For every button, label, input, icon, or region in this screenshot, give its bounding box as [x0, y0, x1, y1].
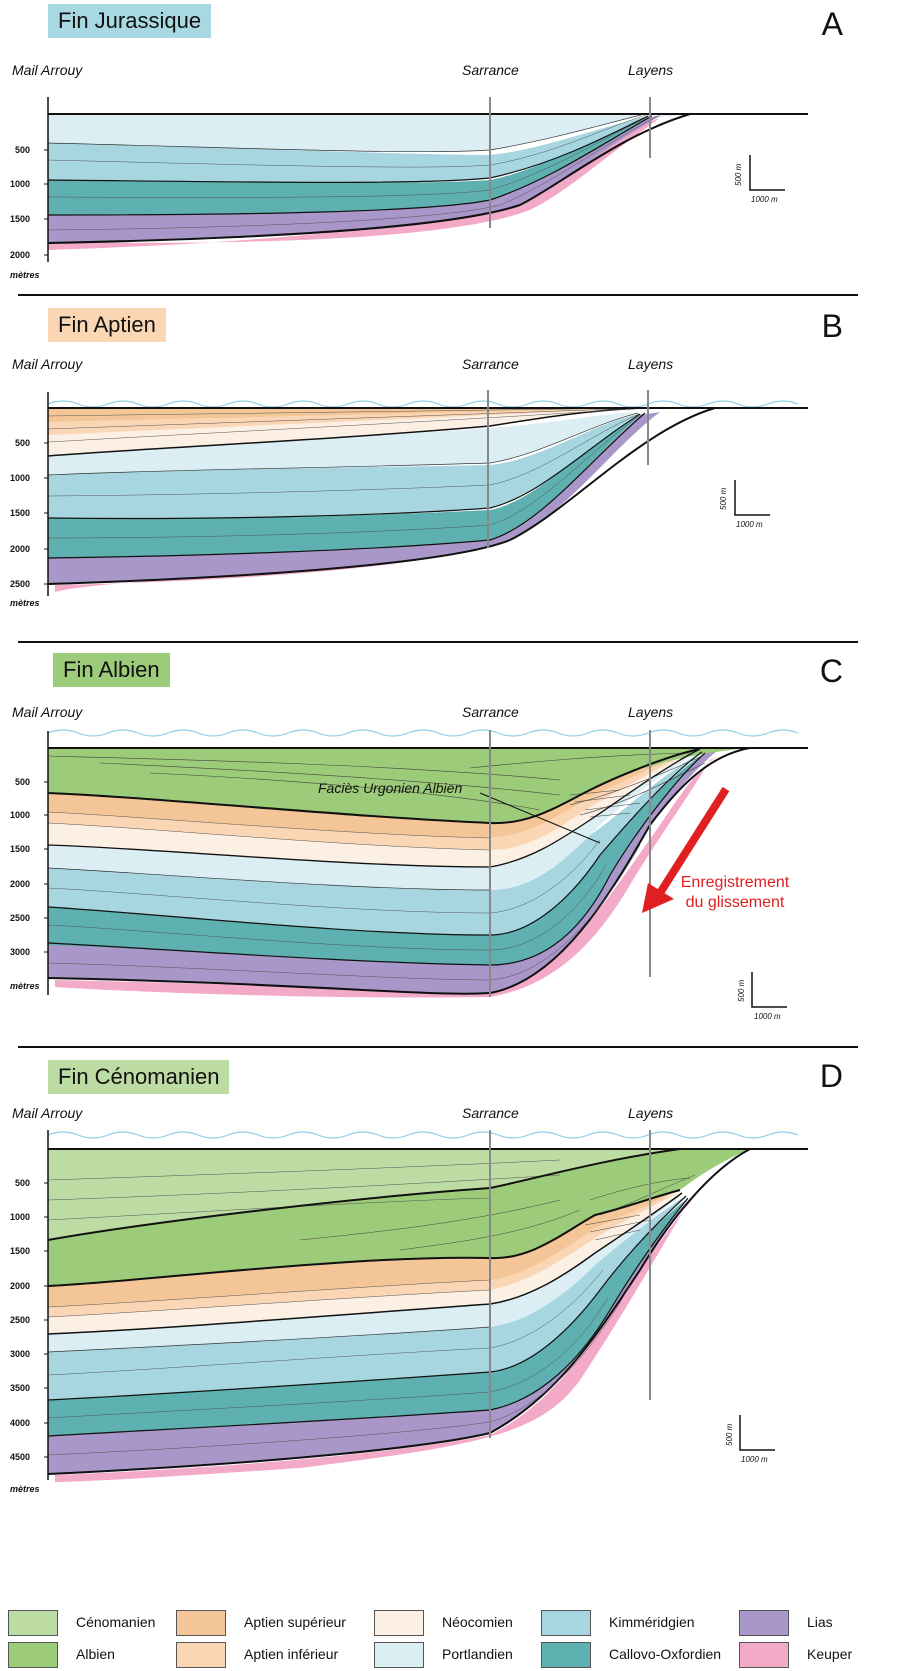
- legend-swatch: [8, 1610, 58, 1636]
- depth-label: 2000: [9, 250, 30, 260]
- location-label: Sarrance: [462, 1105, 519, 1121]
- location-label: Layens: [628, 1105, 674, 1121]
- scale-vertical-label: 500 m: [734, 163, 743, 186]
- depth-label: 2500: [9, 1315, 30, 1325]
- legend-label: Albien: [76, 1646, 115, 1662]
- legend-swatch: [739, 1610, 789, 1636]
- scale-horizontal-label: 1000 m: [741, 1455, 768, 1464]
- legend-label: Lias: [807, 1614, 833, 1630]
- depth-label: 3000: [9, 947, 30, 957]
- legend-label: Keuper: [807, 1646, 853, 1662]
- legend-swatch: [176, 1642, 226, 1668]
- location-label: Mail Arrouy: [12, 62, 83, 78]
- depth-label: 3500: [9, 1383, 30, 1393]
- panel-d: Fin Cénomanien D Mail Arrouy Sarrance La…: [0, 1050, 913, 1598]
- legend-swatch: [8, 1642, 58, 1668]
- depth-label: 1000: [9, 1212, 30, 1222]
- legend-label: Callovo-Oxfordien: [609, 1646, 722, 1662]
- slide-annotation-line2: du glissement: [685, 894, 785, 911]
- panel-title: Fin Jurassique: [48, 4, 212, 38]
- divider: [18, 294, 858, 296]
- depth-label: 500: [14, 145, 30, 155]
- depth-label: 2000: [9, 544, 30, 554]
- scale-horizontal-label: 1000 m: [751, 195, 778, 204]
- cross-section: [44, 97, 808, 262]
- panel-title: Fin Cénomanien: [48, 1060, 230, 1094]
- panel-letter: B: [821, 308, 843, 344]
- divider: [18, 1046, 858, 1048]
- depth-label: 1500: [9, 214, 30, 224]
- location-label: Mail Arrouy: [12, 704, 83, 720]
- scale-vertical-label: 500 m: [725, 1423, 734, 1446]
- slide-annotation-line1: Enregistrement: [680, 874, 790, 891]
- depth-label: 1000: [9, 179, 30, 189]
- facies-annotation: Faciès Urgonien Albien: [318, 780, 463, 796]
- location-label: Sarrance: [462, 356, 519, 372]
- depth-label: 4500: [9, 1452, 30, 1462]
- panel-letter: D: [819, 1058, 843, 1094]
- legend-swatch: [739, 1642, 789, 1668]
- panel-b: Fin Aptien B Mail Arrouy Sarrance Layens: [0, 300, 913, 640]
- location-label: Layens: [628, 356, 674, 372]
- depth-label: 1000: [9, 473, 30, 483]
- location-label: Sarrance: [462, 62, 519, 78]
- slide-annotation: Enregistrement du glissement: [670, 873, 800, 913]
- depth-label: 2000: [9, 879, 30, 889]
- legend-swatch: [374, 1642, 424, 1668]
- legend-label: Cénomanien: [76, 1614, 156, 1630]
- legend: Cénomanien Albien Aptien supérieur Aptie…: [0, 1600, 913, 1670]
- panel-title: Fin Aptien: [48, 308, 166, 342]
- legend-swatch: [374, 1610, 424, 1636]
- depth-label: 4000: [9, 1418, 30, 1428]
- depth-unit: mètres: [10, 598, 40, 608]
- cross-section: [44, 1130, 808, 1482]
- scale-horizontal-label: 1000 m: [754, 1012, 781, 1021]
- depth-label: 500: [14, 777, 30, 787]
- panel-title: Fin Albien: [53, 653, 170, 687]
- legend-label: Kimméridgien: [609, 1614, 695, 1630]
- scale-vertical-label: 500 m: [719, 487, 728, 510]
- legend-swatch: [541, 1610, 591, 1636]
- panel-c: Fin Albien C Mail Arrouy Sarrance Layens: [0, 645, 913, 1045]
- legend-label: Aptien inférieur: [244, 1646, 339, 1662]
- depth-label: 1500: [9, 508, 30, 518]
- location-label: Sarrance: [462, 704, 519, 720]
- depth-unit: mètres: [10, 1484, 40, 1494]
- location-label: Layens: [628, 62, 674, 78]
- location-label: Mail Arrouy: [12, 1105, 83, 1121]
- scale-horizontal-label: 1000 m: [736, 520, 763, 529]
- location-label: Mail Arrouy: [12, 356, 83, 372]
- location-label: Layens: [628, 704, 674, 720]
- legend-label: Portlandien: [442, 1646, 513, 1662]
- panel-letter: C: [819, 653, 843, 689]
- depth-label: 500: [14, 1178, 30, 1188]
- scale-vertical-label: 500 m: [737, 979, 746, 1002]
- depth-label: 500: [14, 438, 30, 448]
- legend-swatch: [176, 1610, 226, 1636]
- legend-label: Néocomien: [442, 1614, 513, 1630]
- divider: [18, 641, 858, 643]
- depth-unit: mètres: [10, 981, 40, 991]
- depth-label: 1500: [9, 1246, 30, 1256]
- panel-letter: A: [821, 6, 843, 42]
- depth-label: 1500: [9, 844, 30, 854]
- cross-section: [44, 729, 808, 1008]
- legend-label: Aptien supérieur: [244, 1614, 346, 1630]
- panel-a: Fin Jurassique A Mail Arrouy Sarrance La…: [0, 0, 913, 300]
- depth-label: 2000: [9, 1281, 30, 1291]
- legend-swatch: [541, 1642, 591, 1668]
- depth-label: 2500: [9, 913, 30, 923]
- depth-label: 1000: [9, 810, 30, 820]
- depth-label: 3000: [9, 1349, 30, 1359]
- depth-label: 2500: [9, 579, 30, 589]
- depth-unit: mètres: [10, 270, 40, 280]
- cross-section: [44, 390, 808, 596]
